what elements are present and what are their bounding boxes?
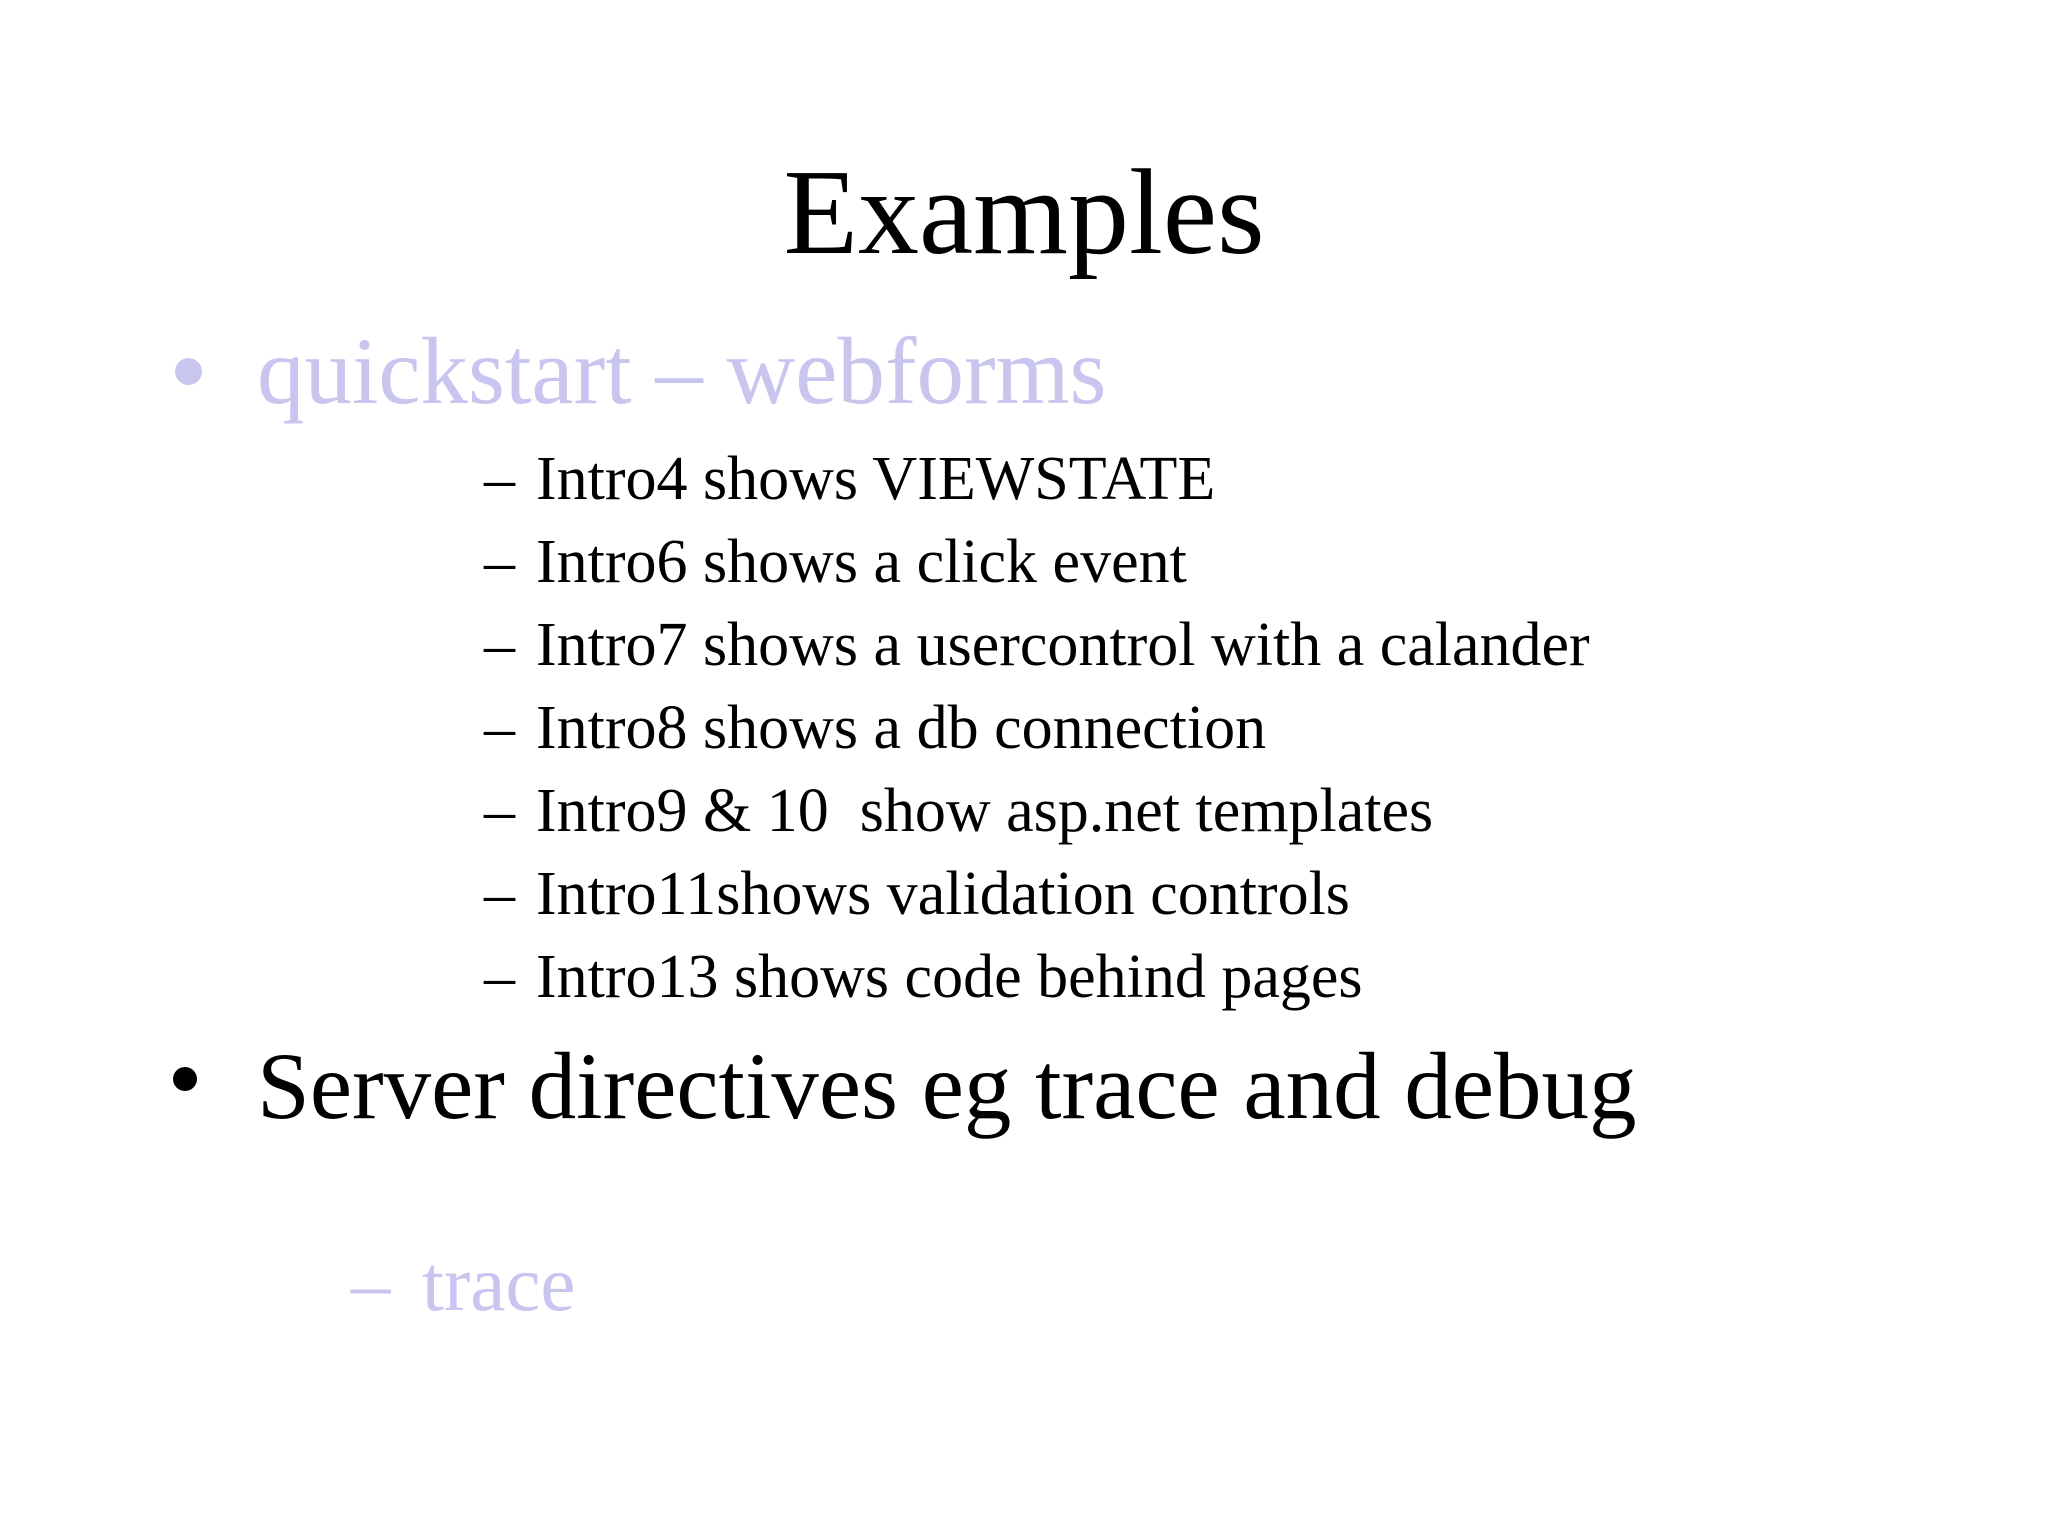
- dash-marker: –: [484, 943, 515, 1011]
- list-item: –Intro7 shows a usercontrol with a calan…: [484, 604, 1590, 687]
- list-item-label: Intro13 shows code behind pages: [536, 943, 1363, 1011]
- list-item-label: Intro6 shows a click event: [536, 528, 1187, 596]
- bullet-dot-icon: [175, 358, 202, 385]
- dash-marker: –: [484, 694, 515, 762]
- bullet-server-directives: Server directives eg trace and debug: [257, 1033, 1637, 1139]
- slide-title: Examples: [783, 145, 1265, 280]
- quickstart-sub-list: –Intro4 shows VIEWSTATE –Intro6 shows a …: [484, 438, 1590, 1019]
- dash-marker: –: [351, 1241, 391, 1328]
- list-item-trace: –trace: [272, 1166, 575, 1403]
- list-item: –Intro9 & 10 show asp.net templates: [484, 770, 1590, 853]
- list-item: –Intro13 shows code behind pages: [484, 936, 1590, 1019]
- dash-marker: –: [484, 777, 515, 845]
- list-item-label: Intro11shows validation controls: [536, 860, 1350, 928]
- list-item: –Intro11shows validation controls: [484, 853, 1590, 936]
- list-item-label: Intro4 shows VIEWSTATE: [536, 445, 1216, 513]
- bullet-quickstart-webforms: quickstart – webforms: [257, 318, 1107, 424]
- dash-marker: –: [484, 445, 515, 513]
- list-item: –Intro4 shows VIEWSTATE: [484, 438, 1590, 521]
- list-item-label: Intro9 & 10 show asp.net templates: [536, 777, 1434, 845]
- dash-marker: –: [484, 528, 515, 596]
- list-item-label: Intro8 shows a db connection: [536, 694, 1267, 762]
- dash-marker: –: [484, 611, 515, 679]
- list-item: –Intro8 shows a db connection: [484, 687, 1590, 770]
- dash-marker: –: [484, 860, 515, 928]
- list-item: –Intro6 shows a click event: [484, 521, 1590, 604]
- list-item-label: trace: [422, 1241, 576, 1328]
- list-item-label: Intro7 shows a usercontrol with a caland…: [536, 611, 1590, 679]
- bullet-dot-icon: [173, 1067, 197, 1091]
